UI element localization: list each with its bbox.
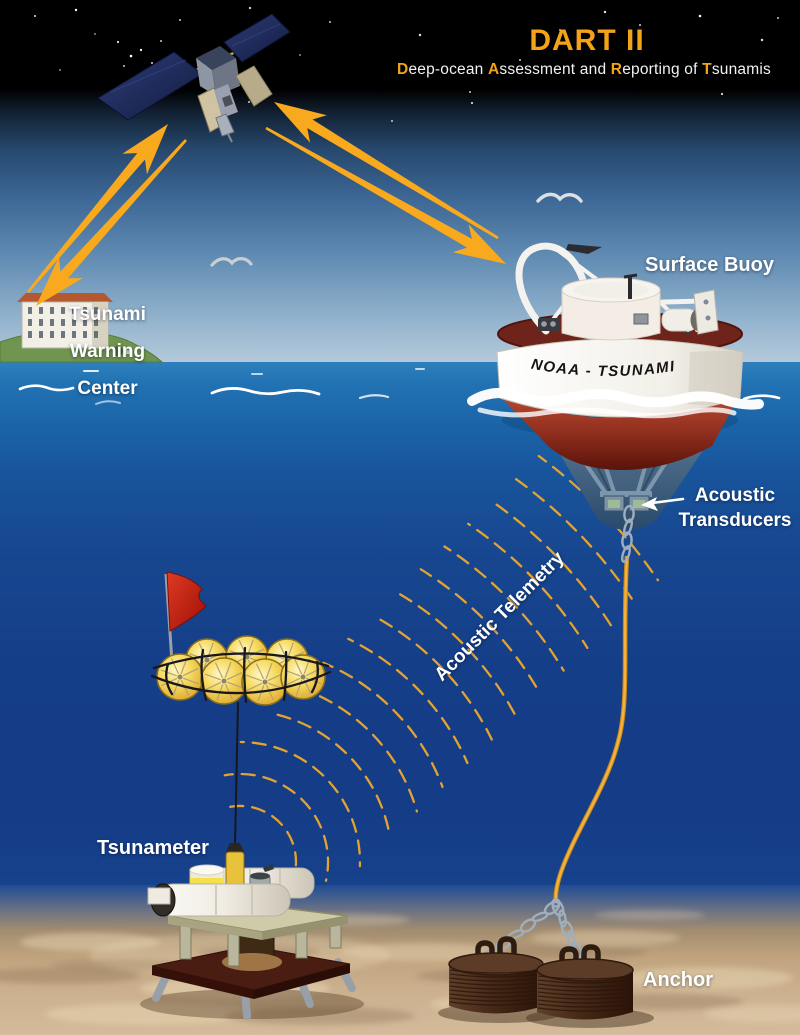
warning-center-shore: [0, 293, 164, 363]
solar-panel-right: [223, 13, 291, 63]
bolt: [686, 332, 690, 336]
shelf-edge: [262, 916, 348, 940]
anchor-right: [536, 944, 634, 1020]
seagulls: [210, 192, 583, 267]
twc-line: Tsunami: [69, 304, 146, 325]
buoy-foam: [477, 407, 737, 419]
building-windows: [28, 307, 98, 338]
lid-handle-top: [623, 273, 638, 279]
riser-line: [234, 701, 239, 847]
satellite-wing-right: [235, 65, 273, 107]
panel-grid: [110, 59, 187, 93]
satellite-body-left: [196, 58, 216, 96]
subtitle-text: sunamis: [711, 61, 771, 78]
vehicle: [124, 350, 131, 354]
mast-fin: [566, 244, 602, 254]
subtitle-initial: T: [702, 61, 712, 78]
surface-buoy-label: Surface Buoy: [645, 254, 774, 276]
subtitle-initial: A: [488, 61, 500, 78]
seagull-icon: [536, 192, 583, 203]
satellite-slot: [222, 95, 233, 107]
anchor-ridges: [537, 975, 633, 1012]
antenna-tip: [227, 133, 233, 143]
seagull-icon: [210, 257, 253, 267]
bush: [113, 346, 123, 356]
junction-box: [147, 887, 171, 905]
well-lid-inner: [573, 282, 649, 298]
shackle: [551, 898, 561, 908]
acoustic-transducers-label: Acoustic Transducers: [655, 483, 800, 533]
red-flag: [166, 571, 207, 632]
subtitle-text: ssessment and: [499, 61, 611, 78]
shelf-edge: [168, 916, 262, 940]
acoustic-telemetry-waves: [223, 454, 660, 882]
canister-lid: [250, 872, 270, 880]
container-lid: [189, 864, 225, 876]
surface-buoy-assembly: NOAA - TSUNAMI: [467, 242, 764, 563]
buoy-foam: [467, 387, 764, 410]
satellite: [97, 13, 291, 143]
subtitle-text: eep-ocean: [408, 61, 489, 78]
stars: [34, 6, 779, 122]
panel-grid: [231, 23, 281, 47]
pressure-case-front: [157, 883, 291, 917]
base-plate-edge: [254, 964, 350, 999]
twc-line: Warning: [69, 341, 146, 362]
antenna-horn-icon: [215, 113, 235, 137]
anchor-label: Anchor: [643, 969, 713, 991]
pointer-arrow: [641, 497, 685, 511]
subtitle-initial: D: [397, 61, 409, 78]
instrument-well: [561, 289, 661, 341]
twc-line: Center: [77, 378, 138, 399]
satellite-body-top: [196, 46, 236, 70]
anchor-left: [448, 936, 544, 1014]
subtitle: Deep-ocean Assessment and Reporting of T…: [368, 61, 800, 79]
tsunami-warning-center-label: Tsunami Warning Center: [30, 296, 185, 407]
bolt: [541, 321, 547, 327]
subtitle-initial: R: [610, 61, 623, 78]
plate-hole: [703, 299, 709, 305]
deck-instrument: [633, 313, 649, 325]
plate-hole: [705, 315, 711, 321]
bolt: [550, 321, 556, 327]
diagram-title: DART II: [529, 24, 645, 57]
transducer-cap: [226, 843, 244, 852]
anchor-ridges: [449, 969, 543, 1006]
transducers-line: Transducers: [678, 510, 792, 531]
anchor-assembly: [438, 898, 654, 1028]
transducers-line: Acoustic: [694, 485, 776, 506]
satellite-comm-arrows: [27, 102, 506, 306]
satellite-body-right: [212, 58, 240, 96]
base-plate-edge: [152, 966, 254, 999]
mooring-line: [553, 555, 630, 904]
acoustic-transducer-boxes: [603, 495, 650, 512]
tsunameter-assembly: [140, 571, 364, 1020]
tsunameter-label: Tsunameter: [97, 837, 209, 859]
side-plate: [693, 289, 719, 335]
buoy-chain: [621, 504, 635, 563]
subtitle-text: eporting of: [622, 61, 703, 78]
canister-spout: [263, 864, 274, 872]
